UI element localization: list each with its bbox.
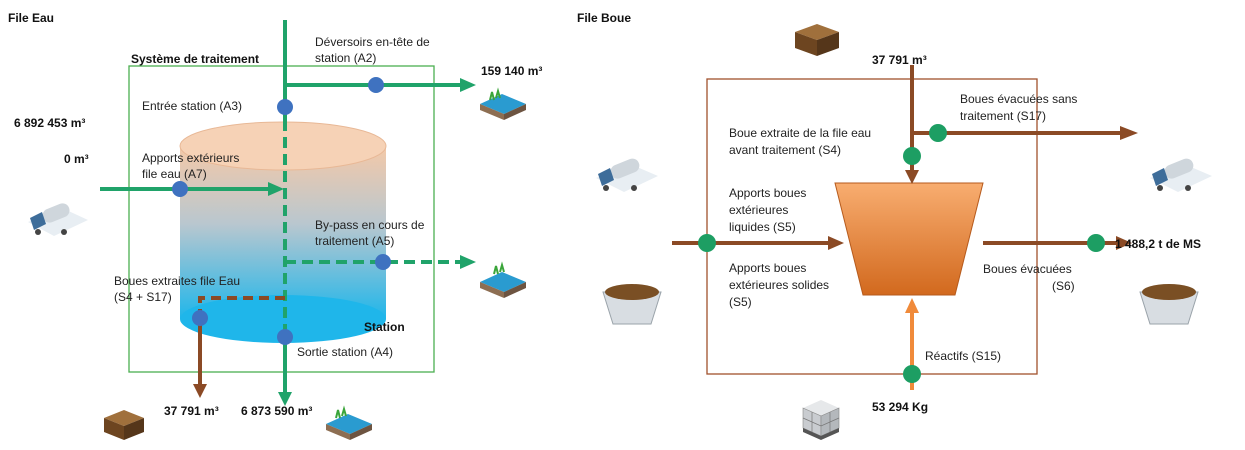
value-outlet: 6 873 590 m³ xyxy=(241,404,312,418)
s4-arrowhead xyxy=(905,170,919,184)
water-outlet-icon xyxy=(326,405,372,440)
value-a2-out: 159 140 m³ xyxy=(481,64,542,78)
sludge-box-icon xyxy=(104,410,144,440)
node-a7 xyxy=(172,181,188,197)
label-s6-2: (S6) xyxy=(1052,279,1075,293)
sludge-system-frame xyxy=(706,78,1038,375)
file-eau-panel: File Eau Système de traitement Station xyxy=(8,11,542,440)
label-s4-1: Boue extraite de la file eau xyxy=(729,126,871,140)
s6-arrowhead xyxy=(1116,236,1132,250)
label-s17-1: Boues évacuées sans xyxy=(960,92,1077,106)
label-liq-1: Apports boues xyxy=(729,186,806,200)
label-sol-2: extérieures solides xyxy=(729,278,829,292)
sludge-skip-icon xyxy=(602,284,662,325)
label-sol-3: (S5) xyxy=(729,295,752,309)
label-boues-1: Boues extraites file Eau xyxy=(114,274,240,288)
value-inflow: 6 892 453 m³ xyxy=(14,116,85,130)
sludge-arrowhead xyxy=(193,384,207,398)
label-s6-1: Boues évacuées xyxy=(983,262,1072,276)
label-apports-1: Apports extérieurs xyxy=(142,151,239,165)
node-s17 xyxy=(929,124,947,142)
label-deversoirs-2: station (A2) xyxy=(315,51,376,65)
value-reagent-in: 53 294 Kg xyxy=(872,400,928,414)
value-top-in: 37 791 m³ xyxy=(872,53,927,67)
label-s4-2: avant traitement (S4) xyxy=(729,143,841,157)
a2-arrowhead xyxy=(460,78,476,92)
a5-arrowhead xyxy=(460,255,476,269)
station-label: Station xyxy=(364,320,405,334)
sludge-skip-icon xyxy=(1139,284,1199,325)
truck-icon xyxy=(1150,158,1212,192)
label-boues-2: (S4 + S17) xyxy=(114,290,172,304)
value-ms-out: 1 488,2 t de MS xyxy=(1115,237,1201,251)
outlet-arrowhead xyxy=(278,392,292,406)
label-sortie: Sortie station (A4) xyxy=(297,345,393,359)
file-boue-title: File Boue xyxy=(577,11,631,25)
node-a3 xyxy=(277,99,293,115)
file-boue-panel: File Boue Boues évacuées sans traitement… xyxy=(577,11,1212,440)
sludge-box-icon xyxy=(795,24,839,56)
s5-arrowhead xyxy=(828,236,844,250)
label-s17-2: traitement (S17) xyxy=(960,109,1046,123)
node-s4 xyxy=(903,147,921,165)
node-a4 xyxy=(277,329,293,345)
file-eau-title: File Eau xyxy=(8,11,54,25)
node-s5 xyxy=(698,234,716,252)
water-outlet-icon xyxy=(480,261,526,298)
label-deversoirs-1: Déversoirs en-tête de xyxy=(315,35,430,49)
label-entree: Entrée station (A3) xyxy=(142,99,242,113)
label-apports-2: file eau (A7) xyxy=(142,167,207,181)
ibc-container-icon xyxy=(802,400,840,440)
truck-icon xyxy=(28,203,88,236)
label-liq-2: extérieures xyxy=(729,203,788,217)
label-s15: Réactifs (S15) xyxy=(925,349,1001,363)
s17-arrowhead xyxy=(1120,126,1138,140)
water-outlet-icon xyxy=(480,87,526,120)
system-label: Système de traitement xyxy=(131,52,259,66)
label-bypass-1: By-pass en cours de xyxy=(315,218,425,232)
treatment-system-frame xyxy=(128,65,435,373)
value-sludge-out: 37 791 m³ xyxy=(164,404,219,418)
node-sludge xyxy=(192,310,208,326)
sludge-extraction-line xyxy=(198,296,285,385)
label-sol-1: Apports boues xyxy=(729,261,806,275)
label-bypass-2: traitement (A5) xyxy=(315,234,394,248)
a7-arrowhead xyxy=(268,182,284,196)
node-a2 xyxy=(368,77,384,93)
truck-icon xyxy=(596,158,658,192)
sludge-hopper xyxy=(834,182,984,296)
value-external: 0 m³ xyxy=(64,152,89,166)
node-s6 xyxy=(1087,234,1105,252)
label-liq-3: liquides (S5) xyxy=(729,220,796,234)
node-s15 xyxy=(903,365,921,383)
s15-arrowhead xyxy=(905,298,919,313)
node-a5 xyxy=(375,254,391,270)
